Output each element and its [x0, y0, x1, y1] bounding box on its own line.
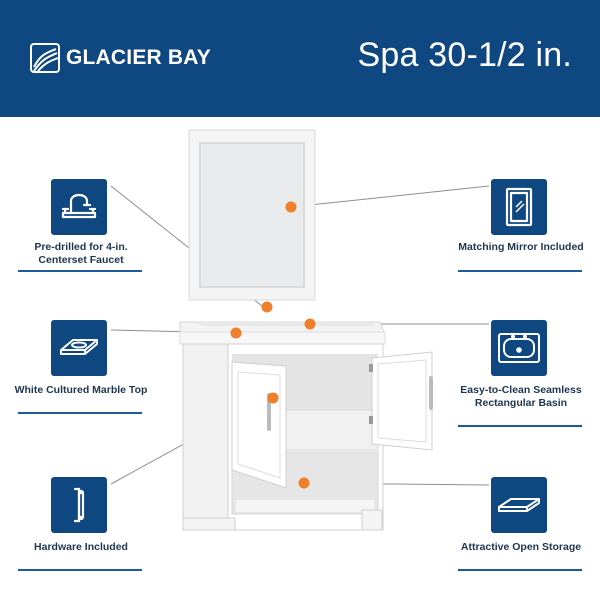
feature-underline [458, 270, 582, 272]
mirror-callout-dot [285, 201, 297, 213]
feature-underline [18, 412, 142, 414]
vanity-cabinet [179, 321, 433, 531]
faucet-icon [51, 179, 107, 235]
storage-callout-dot [298, 477, 310, 489]
feature-label-marble: White Cultured Marble Top [14, 384, 148, 396]
feature-label-hardware: Hardware Included [34, 541, 128, 553]
product-title: Spa 30-1/2 in. [357, 36, 572, 74]
basin-icon [491, 320, 547, 376]
feature-label-storage: Attractive Open Storage [460, 541, 582, 553]
handle-icon [51, 477, 107, 533]
feature-underline [18, 569, 142, 571]
glacier-bay-logo-icon [30, 43, 60, 73]
feature-label-basin: Easy-to-Clean Seamless Rectangular Basin [460, 384, 582, 409]
feature-label-mirror: Matching Mirror Included [458, 241, 584, 253]
hardware-callout-dot [267, 392, 279, 404]
callout-dots [230, 201, 316, 489]
mirror [188, 129, 316, 301]
feature-underline [458, 425, 582, 427]
faucet-callout-dot [261, 301, 273, 313]
brand-name: GLACIER BAY [66, 46, 211, 69]
vanity-top-icon [51, 320, 107, 376]
header-banner: GLACIER BAY Spa 30-1/2 in. [0, 0, 600, 117]
feature-underline [458, 569, 582, 571]
feature-underline [18, 270, 142, 272]
brand-logo: GLACIER BAY [30, 43, 211, 73]
feature-label-faucet: Pre-drilled for 4-in. Centerset Faucet [34, 241, 128, 266]
mirror-icon [491, 179, 547, 235]
marble-callout-dot [230, 327, 242, 339]
shelf-icon [491, 477, 547, 533]
basin-callout-dot [304, 318, 316, 330]
